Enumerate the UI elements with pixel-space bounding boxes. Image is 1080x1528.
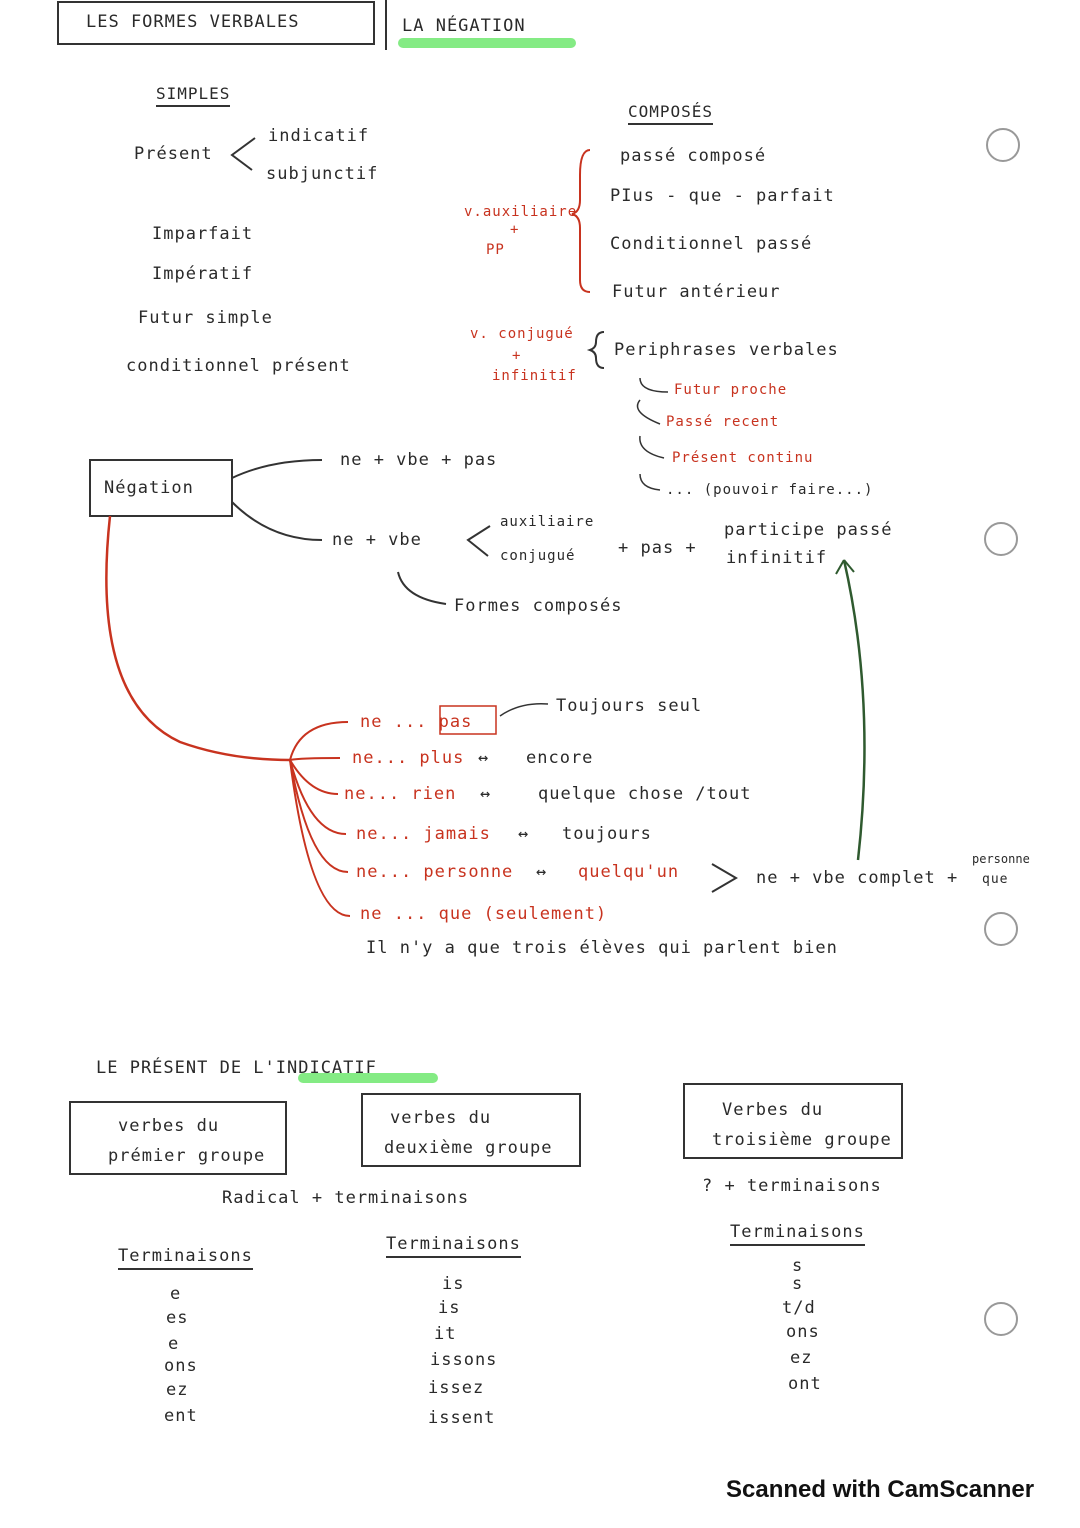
periphrase-1: Passé recent (666, 414, 780, 430)
aux-plus: + (510, 222, 520, 238)
group2-line1: verbes du (390, 1108, 492, 1128)
negation-label: Négation (104, 478, 194, 498)
neg-pair-0-other: Toujours seul (556, 696, 703, 716)
simple-tense-0: Imparfait (152, 224, 254, 244)
ending-1-5: ent (164, 1406, 198, 1426)
ending-1-3: ons (164, 1356, 198, 1376)
composes-title: COMPOSÉS (628, 102, 714, 125)
ending-3-3: ons (786, 1322, 820, 1342)
neg-pair-3-other: toujours (562, 824, 652, 844)
group3-line2: troisième groupe (712, 1130, 892, 1150)
simple-tense-3: conditionnel présent (126, 356, 351, 376)
simples-title: SIMPLES (156, 84, 231, 107)
ending-1-2: e (168, 1334, 180, 1354)
radical-label: Radical + terminaisons (222, 1188, 470, 1208)
que-small: que (982, 872, 1009, 887)
group1-line2: prémier groupe (108, 1146, 266, 1166)
compound-tense-2: Conditionnel passé (610, 234, 813, 254)
term-label-2: Terminaisons (386, 1234, 521, 1258)
binder-hole-3 (984, 912, 1018, 946)
conjugue-label: conjugué (500, 548, 576, 564)
neg-pair-5: ne ... que (seulement) (360, 904, 608, 924)
participe-label: participe passé (724, 520, 893, 540)
group1-line1: verbes du (118, 1116, 220, 1136)
camscanner-footer: Scanned with CamScanner (726, 1476, 1035, 1503)
periphrases-label: Periphrases verbales (614, 340, 839, 360)
negation-rule-compound: ne + vbe (332, 530, 422, 550)
group3-line1: Verbes du (722, 1100, 824, 1120)
periphrase-2: Présent continu (672, 450, 814, 466)
binder-hole-4 (984, 1302, 1018, 1336)
neg-pair-2: ne... rien (344, 784, 457, 804)
neg-pair-0: ne ... pas (360, 712, 473, 732)
indicatif-label: indicatif (268, 126, 370, 146)
ending-2-2: it (434, 1324, 457, 1344)
formes-composes-label: Formes composés (454, 596, 623, 616)
conj-label: v. conjugué (470, 326, 574, 342)
term-label-3: Terminaisons (730, 1222, 865, 1246)
ending-3-4: ez (790, 1348, 813, 1368)
ending-3-0: s (792, 1256, 804, 1276)
group2-line2: deuxième groupe (384, 1138, 553, 1158)
neg-pair-2-other: quelque chose /tout (538, 784, 752, 804)
tab-formes-verbales: LES FORMES VERBALES (86, 12, 300, 32)
ending-3-1: s (792, 1274, 804, 1294)
subjonctif-label: subjunctif (266, 164, 379, 184)
neg-pair-3: ne... jamais (356, 824, 491, 844)
ending-2-1: is (438, 1298, 461, 1318)
periphrase-0: Futur proche (674, 382, 788, 398)
complet-label: ne + vbe complet + (756, 868, 959, 888)
negation-example: Il n'y a que trois élèves qui parlent bi… (366, 938, 838, 958)
compound-tense-1: PIus - que - parfait (610, 186, 835, 206)
neg-pair-4-other: quelqu'un (578, 862, 680, 882)
group3-formula: ? + terminaisons (702, 1176, 882, 1196)
neg-pair-3-arrow: ↔ (518, 824, 530, 844)
ending-3-5: ont (788, 1374, 822, 1394)
neg-pair-1-arrow: ↔ (478, 748, 490, 768)
plus-pas-label: + pas + (618, 538, 697, 558)
ending-2-3: issons (430, 1350, 498, 1370)
auxiliaire-label: auxiliaire (500, 514, 595, 530)
ending-2-4: issez (428, 1378, 485, 1398)
conj-plus: + (512, 348, 522, 364)
term-label-1: Terminaisons (118, 1246, 253, 1270)
neg-pair-2-arrow: ↔ (480, 784, 492, 804)
pp-label: PP (486, 242, 505, 258)
neg-pair-4-arrow: ↔ (536, 862, 548, 882)
tab-negation: LA NÉGATION (402, 16, 526, 36)
ending-1-0: e (170, 1284, 182, 1304)
personne-small: personne (972, 852, 1030, 866)
simple-tense-1: Impératif (152, 264, 254, 284)
ending-1-4: ez (166, 1380, 189, 1400)
binder-hole-2 (984, 522, 1018, 556)
infinitif-label: infinitif (492, 368, 577, 384)
infinitif-neg-label: infinitif (726, 548, 828, 568)
binder-hole-1 (986, 128, 1020, 162)
ending-2-0: is (442, 1274, 465, 1294)
periphrase-3: ... (pouvoir faire...) (666, 482, 874, 498)
neg-pair-1-other: encore (526, 748, 594, 768)
present-title: LE PRÉSENT DE L'INDICATIF (96, 1058, 377, 1078)
simple-tense-2: Futur simple (138, 308, 273, 328)
ending-1-1: es (166, 1308, 189, 1328)
ending-3-2: t/d (782, 1298, 816, 1318)
compound-tense-3: Futur antérieur (612, 282, 781, 302)
compound-tense-0: passé composé (620, 146, 767, 166)
neg-pair-4: ne... personne (356, 862, 514, 882)
neg-pair-1: ne... plus (352, 748, 465, 768)
aux-label: v.auxiliaire (464, 204, 578, 220)
negation-rule-simple: ne + vbe + pas (340, 450, 498, 470)
present-label: Présent (134, 144, 213, 164)
ending-2-5: issent (428, 1408, 496, 1428)
